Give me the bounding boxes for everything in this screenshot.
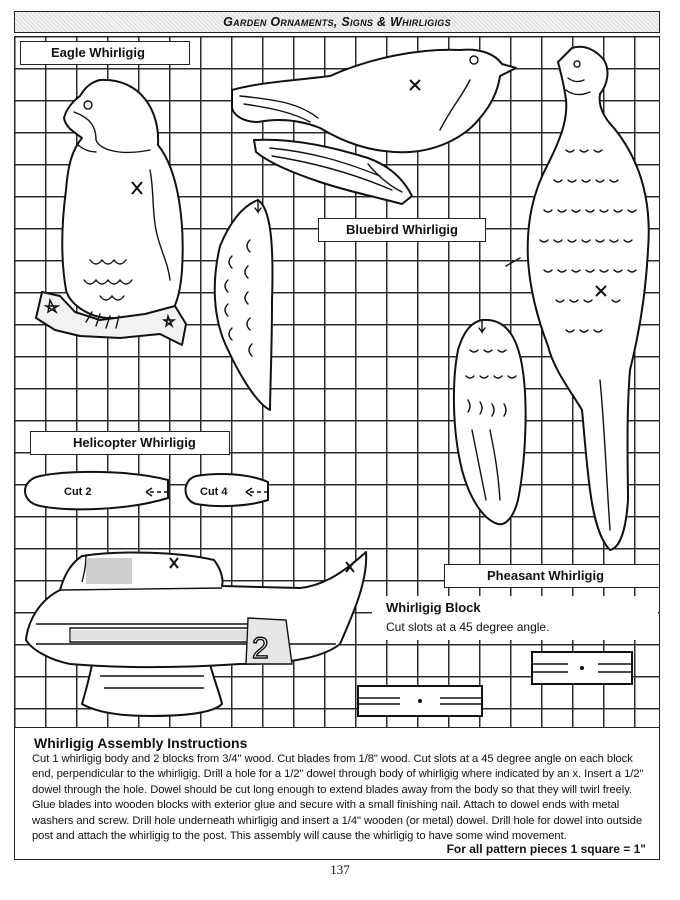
page-header-title: Garden Ornaments, Signs & Whirligigs [223,15,451,29]
bluebird-wing-shape [253,138,413,205]
eagle-whirligig-label: Eagle Whirligig [20,41,190,65]
heli-blade-cut4-shape [184,473,269,508]
scale-note: For all pattern pieces 1 square = 1" [446,842,646,856]
block-label-box [372,596,658,640]
bluebird-body-shape [231,48,517,154]
heli-blade-cut2-shape [24,470,169,511]
whirligig-block-title: Whirligig Block [386,600,481,615]
helicopter-body-shape [25,551,368,668]
header-bar [14,11,660,33]
pheasant-whirligig-label: Pheasant Whirligig [444,564,660,588]
bluebird-blade-shape [213,199,274,411]
helicopter-number: 2 [252,632,269,665]
pheasant-blade-shape [452,318,527,526]
instructions-body: Cut 1 whirligig body and 2 blocks from 3… [32,753,644,843]
pheasant-body-shape [526,45,650,551]
helicopter-base-shape [81,663,223,717]
instructions-title: Whirligig Assembly Instructions [34,735,248,751]
instructions-box [14,728,660,860]
page-number: 137 [330,862,350,877]
eagle-body-shape [61,78,184,321]
helicopter-whirligig-label: Helicopter Whirligig [30,431,230,455]
whirligig-block-subtitle: Cut slots at a 45 degree angle. [386,620,550,634]
bluebird-whirligig-label: Bluebird Whirligig [318,218,486,242]
cut2-label: Cut 2 [64,486,92,498]
cut4-label: Cut 4 [200,486,228,498]
eagle-banner-shape [35,291,187,346]
